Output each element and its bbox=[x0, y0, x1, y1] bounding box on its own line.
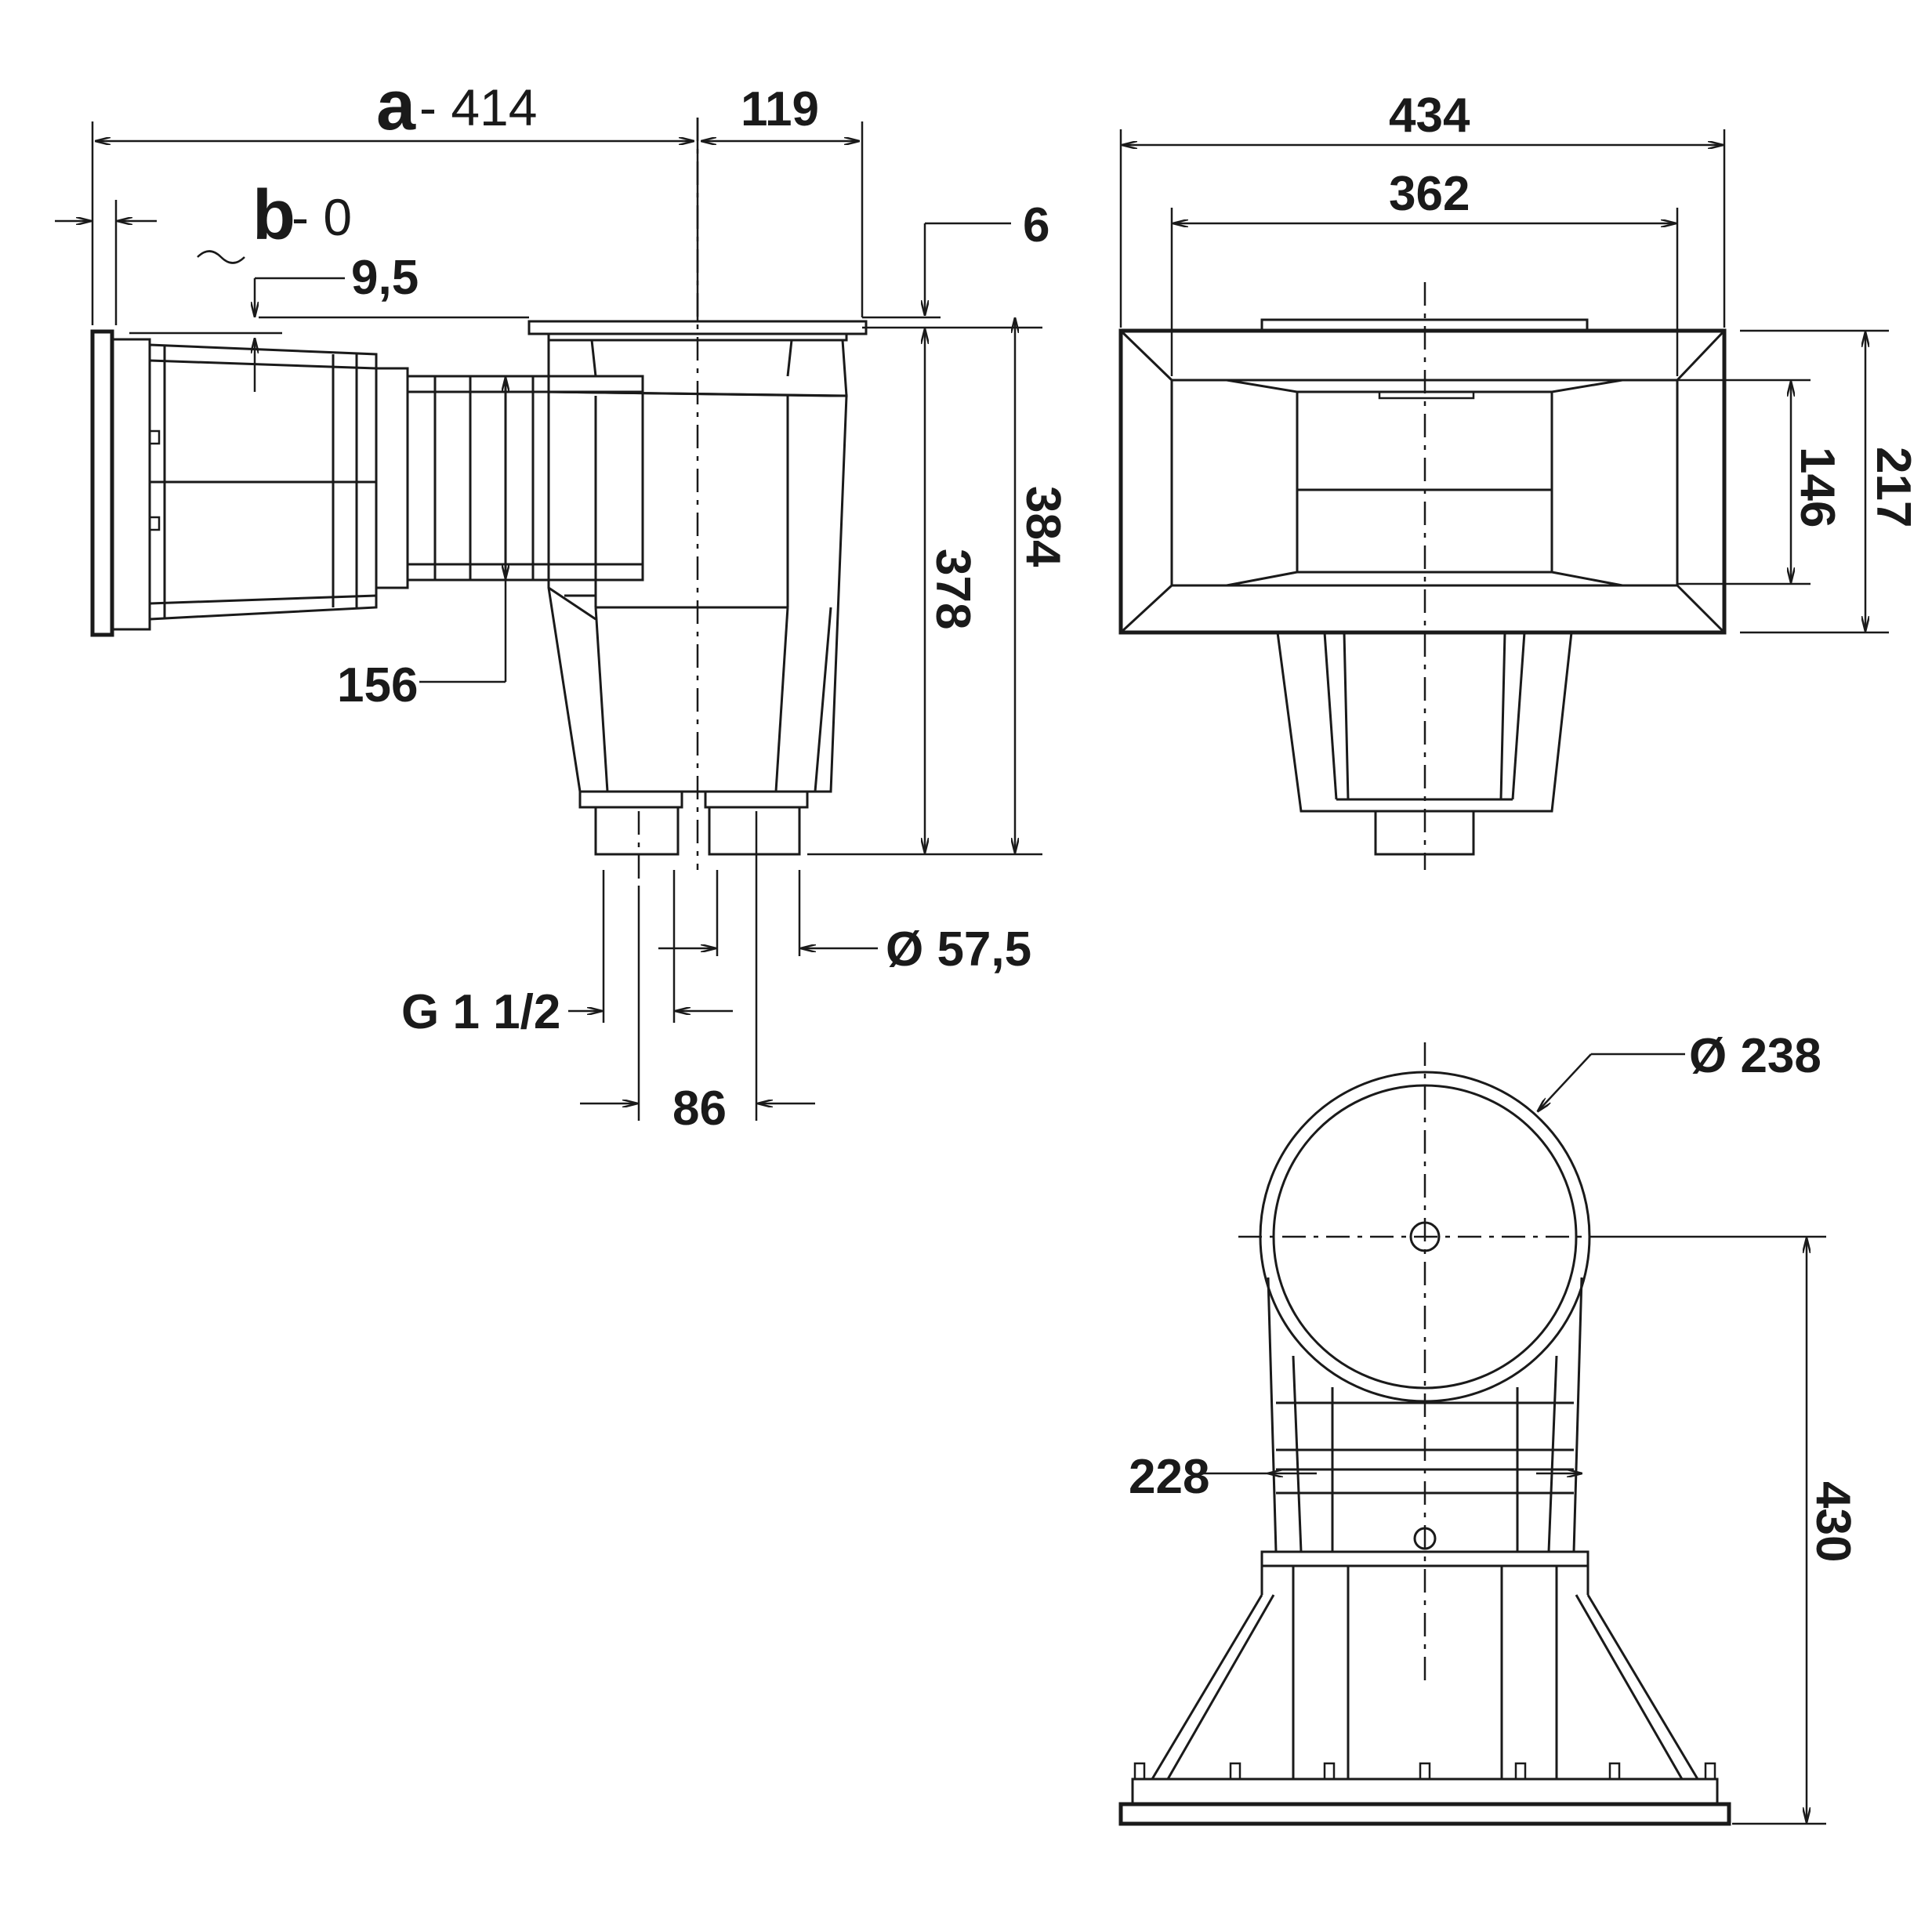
outlet-left bbox=[594, 806, 680, 856]
neck-tube bbox=[406, 375, 644, 582]
dim-217: 217 bbox=[1866, 447, 1920, 527]
front-view-dimensions: 434 362 146 217 bbox=[1119, 89, 1920, 634]
outlet-right bbox=[708, 806, 801, 856]
base-rail bbox=[1131, 1777, 1719, 1806]
dim-434: 434 bbox=[1389, 89, 1470, 143]
dim-156: 156 bbox=[337, 658, 418, 712]
flange-ring bbox=[111, 338, 151, 631]
dim-b-value: - 0 bbox=[292, 188, 352, 246]
dim-430: 430 bbox=[1806, 1481, 1860, 1562]
weir-right bbox=[1550, 379, 1623, 587]
dim-a-letter: a bbox=[376, 67, 416, 145]
dim-228: 228 bbox=[1129, 1450, 1209, 1504]
dim-384: 384 bbox=[1016, 486, 1070, 567]
front-view bbox=[1118, 282, 1727, 870]
mouth-right-outer bbox=[1586, 1594, 1699, 1780]
top-view-dimensions: Ø 238 228 430 bbox=[1129, 1029, 1860, 1825]
dim-119: 119 bbox=[741, 82, 819, 136]
dim-378: 378 bbox=[926, 549, 980, 629]
weir-left bbox=[1226, 379, 1299, 587]
dim-b-letter: b bbox=[252, 176, 295, 255]
side-view bbox=[90, 118, 868, 886]
dim-86: 86 bbox=[672, 1082, 727, 1136]
dim-238: Ø 238 bbox=[1689, 1029, 1821, 1083]
mouth-left-outer bbox=[1151, 1594, 1263, 1780]
dim-146: 146 bbox=[1790, 447, 1844, 527]
top-view bbox=[1118, 1042, 1731, 1826]
neck-left bbox=[375, 367, 409, 589]
dim-6: 6 bbox=[1023, 198, 1049, 252]
front-frame bbox=[1118, 328, 1727, 635]
dim-thread: G 1 1/2 bbox=[401, 985, 560, 1039]
dim-9-5: 9,5 bbox=[351, 251, 419, 305]
dim-57-5: Ø 57,5 bbox=[886, 922, 1031, 977]
side-view-dimensions: a - 414 119 b - 0 9,5 6 378 384 bbox=[55, 67, 1070, 1136]
base-plate bbox=[1118, 1802, 1731, 1826]
collar bbox=[1260, 1550, 1589, 1567]
dim-a-value: - 414 bbox=[419, 78, 537, 136]
flange-plate bbox=[90, 329, 114, 637]
dim-362: 362 bbox=[1389, 167, 1470, 221]
